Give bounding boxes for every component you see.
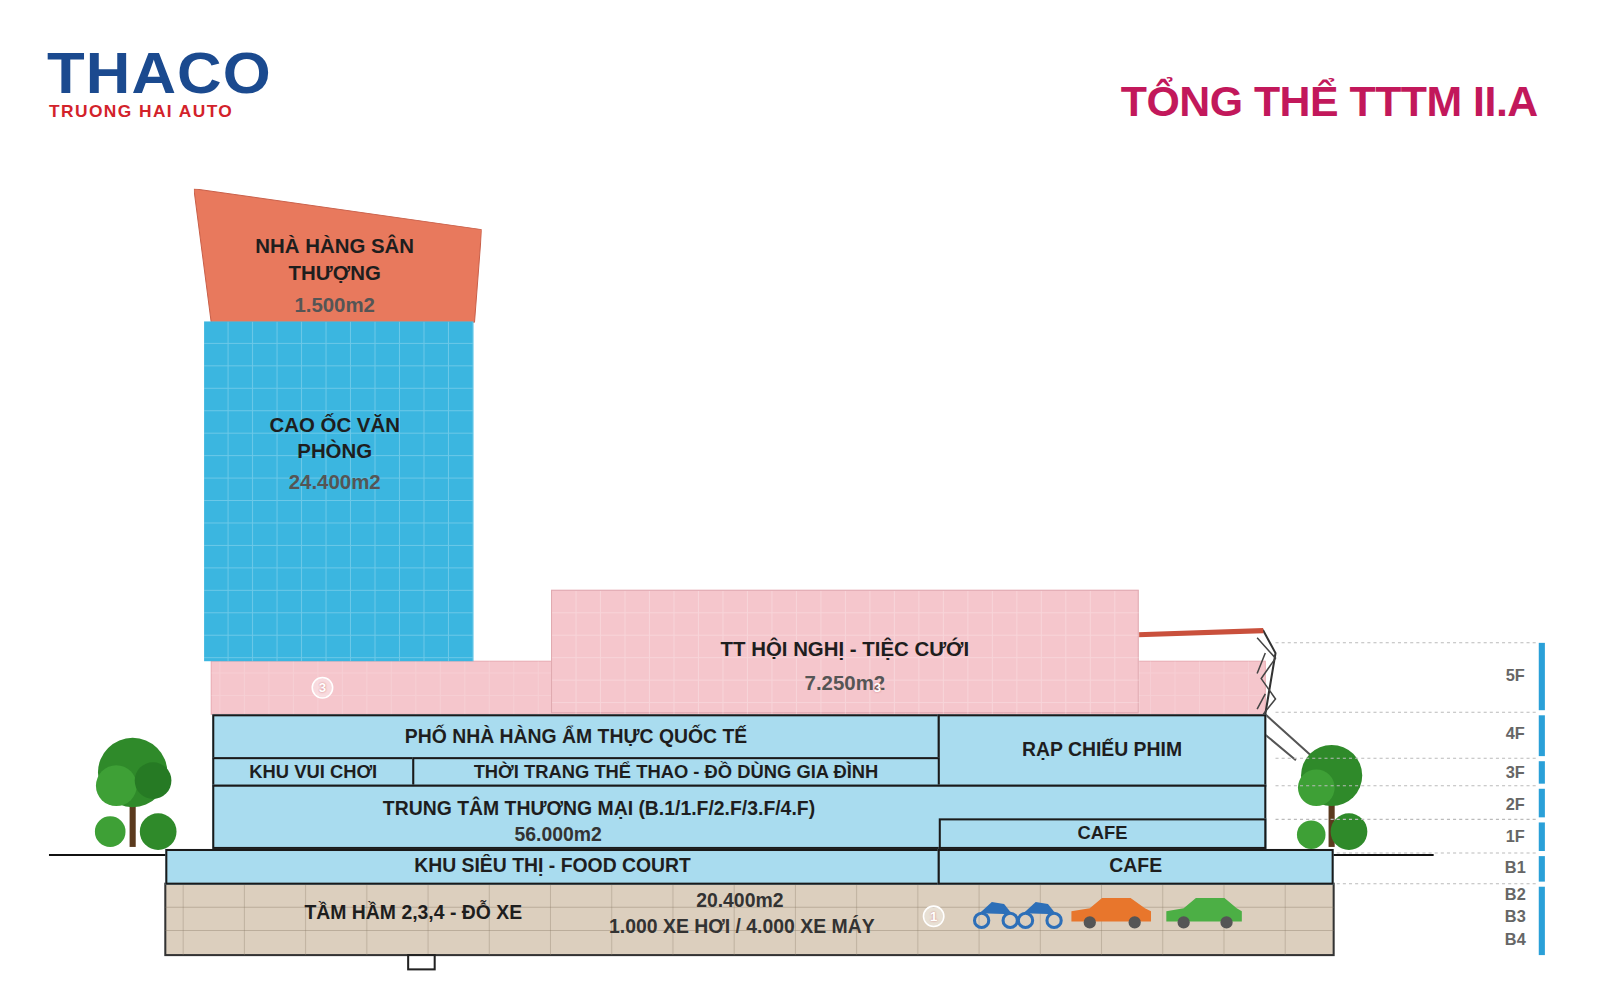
convention-hall: TT HỘI NGHỊ - TIỆC CƯỚI 7.250m2	[551, 590, 1139, 713]
floor-label: 5F	[1506, 666, 1525, 684]
zone-name: CAFE	[1078, 822, 1128, 846]
mall-zone: TRUNG TÂM THƯƠNG MẠI (B.1/1.F/2.F/3.F/4.…	[212, 785, 1266, 849]
callout-number: 1	[930, 909, 937, 924]
zone-name: KHU VUI CHƠI	[249, 760, 377, 784]
floor-label: 4F	[1506, 724, 1525, 742]
floor-label: B4	[1505, 931, 1526, 949]
floor-label: B3	[1505, 908, 1526, 926]
tree	[95, 738, 177, 850]
floor-zone: KHU VUI CHƠI	[212, 757, 414, 787]
callout-number: 3	[319, 680, 326, 695]
cafe-zone: CAFE	[939, 818, 1267, 849]
zone-name: CAO ỐC VĂN PHÒNG	[233, 411, 437, 464]
zone-area: 1.000 XE HƠI / 4.000 XE MÁY	[609, 915, 874, 940]
floor-zone: KHU SIÊU THỊ - FOOD COURT	[165, 849, 939, 885]
rooftop-restaurant: NHÀ HÀNG SÂN THƯỢNG 1.500m2	[194, 189, 482, 323]
zone-area: 1.500m2	[294, 292, 375, 319]
tree	[1297, 745, 1367, 850]
zone-name: CAFE	[1109, 854, 1162, 879]
page-title: TỔNG THỂ TTTM II.A	[1121, 78, 1538, 127]
zone-name: TRUNG TÂM THƯƠNG MẠI (B.1/1.F/2.F/3.F/4.…	[383, 797, 815, 822]
floor-zone: PHỐ NHÀ HÀNG ẨM THỰC QUỐC TẾ	[212, 714, 940, 759]
zone-name: TẦM HẦM 2,3,4 - ĐỖ XE	[304, 901, 522, 926]
zone-area: 24.400m2	[289, 468, 381, 495]
zone-name: TT HỘI NGHỊ - TIỆC CƯỚI	[721, 636, 970, 663]
floor-label: 3F	[1506, 763, 1525, 781]
floor-label: 2F	[1506, 796, 1525, 814]
floor-label: B1	[1505, 859, 1526, 877]
floor-zone: RẠP CHIẾU PHIM	[938, 714, 1267, 786]
brand-tagline: TRUONG HAI AUTO	[49, 102, 233, 122]
floor-zone: THỜI TRANG THỂ THAO - ĐỒ DÙNG GIA ĐÌNH	[412, 757, 940, 787]
cafe-zone: CAFE	[938, 849, 1334, 885]
zone-name: KHU SIÊU THỊ - FOOD COURT	[414, 854, 691, 879]
floor-label: B2	[1505, 886, 1526, 904]
zone-area: 56.000m2	[514, 823, 601, 848]
motorbike-icon	[974, 902, 1061, 928]
zone-name: NHÀ HÀNG SÂN THƯỢNG	[243, 233, 427, 286]
zone-name: RẠP CHIẾU PHIM	[1022, 738, 1182, 763]
zone-name: THỜI TRANG THỂ THAO - ĐỒ DÙNG GIA ĐÌNH	[474, 760, 879, 784]
basement-parking: TẦM HẦM 2,3,4 - ĐỖ XE 20.400m21.000 XE HƠ…	[165, 884, 1333, 955]
car-icon	[1071, 898, 1241, 929]
zone-area: 20.400m2	[696, 888, 783, 913]
callout-number: 3	[874, 680, 881, 695]
zone-name: PHỐ NHÀ HÀNG ẨM THỰC QUỐC TẾ	[405, 724, 747, 749]
brand-logo: THACO	[47, 45, 272, 102]
floor-label: 1F	[1506, 828, 1525, 846]
zone-area: 7.250m2	[805, 669, 886, 696]
office-tower: CAO ỐC VĂN PHÒNG 24.400m2	[204, 321, 473, 661]
